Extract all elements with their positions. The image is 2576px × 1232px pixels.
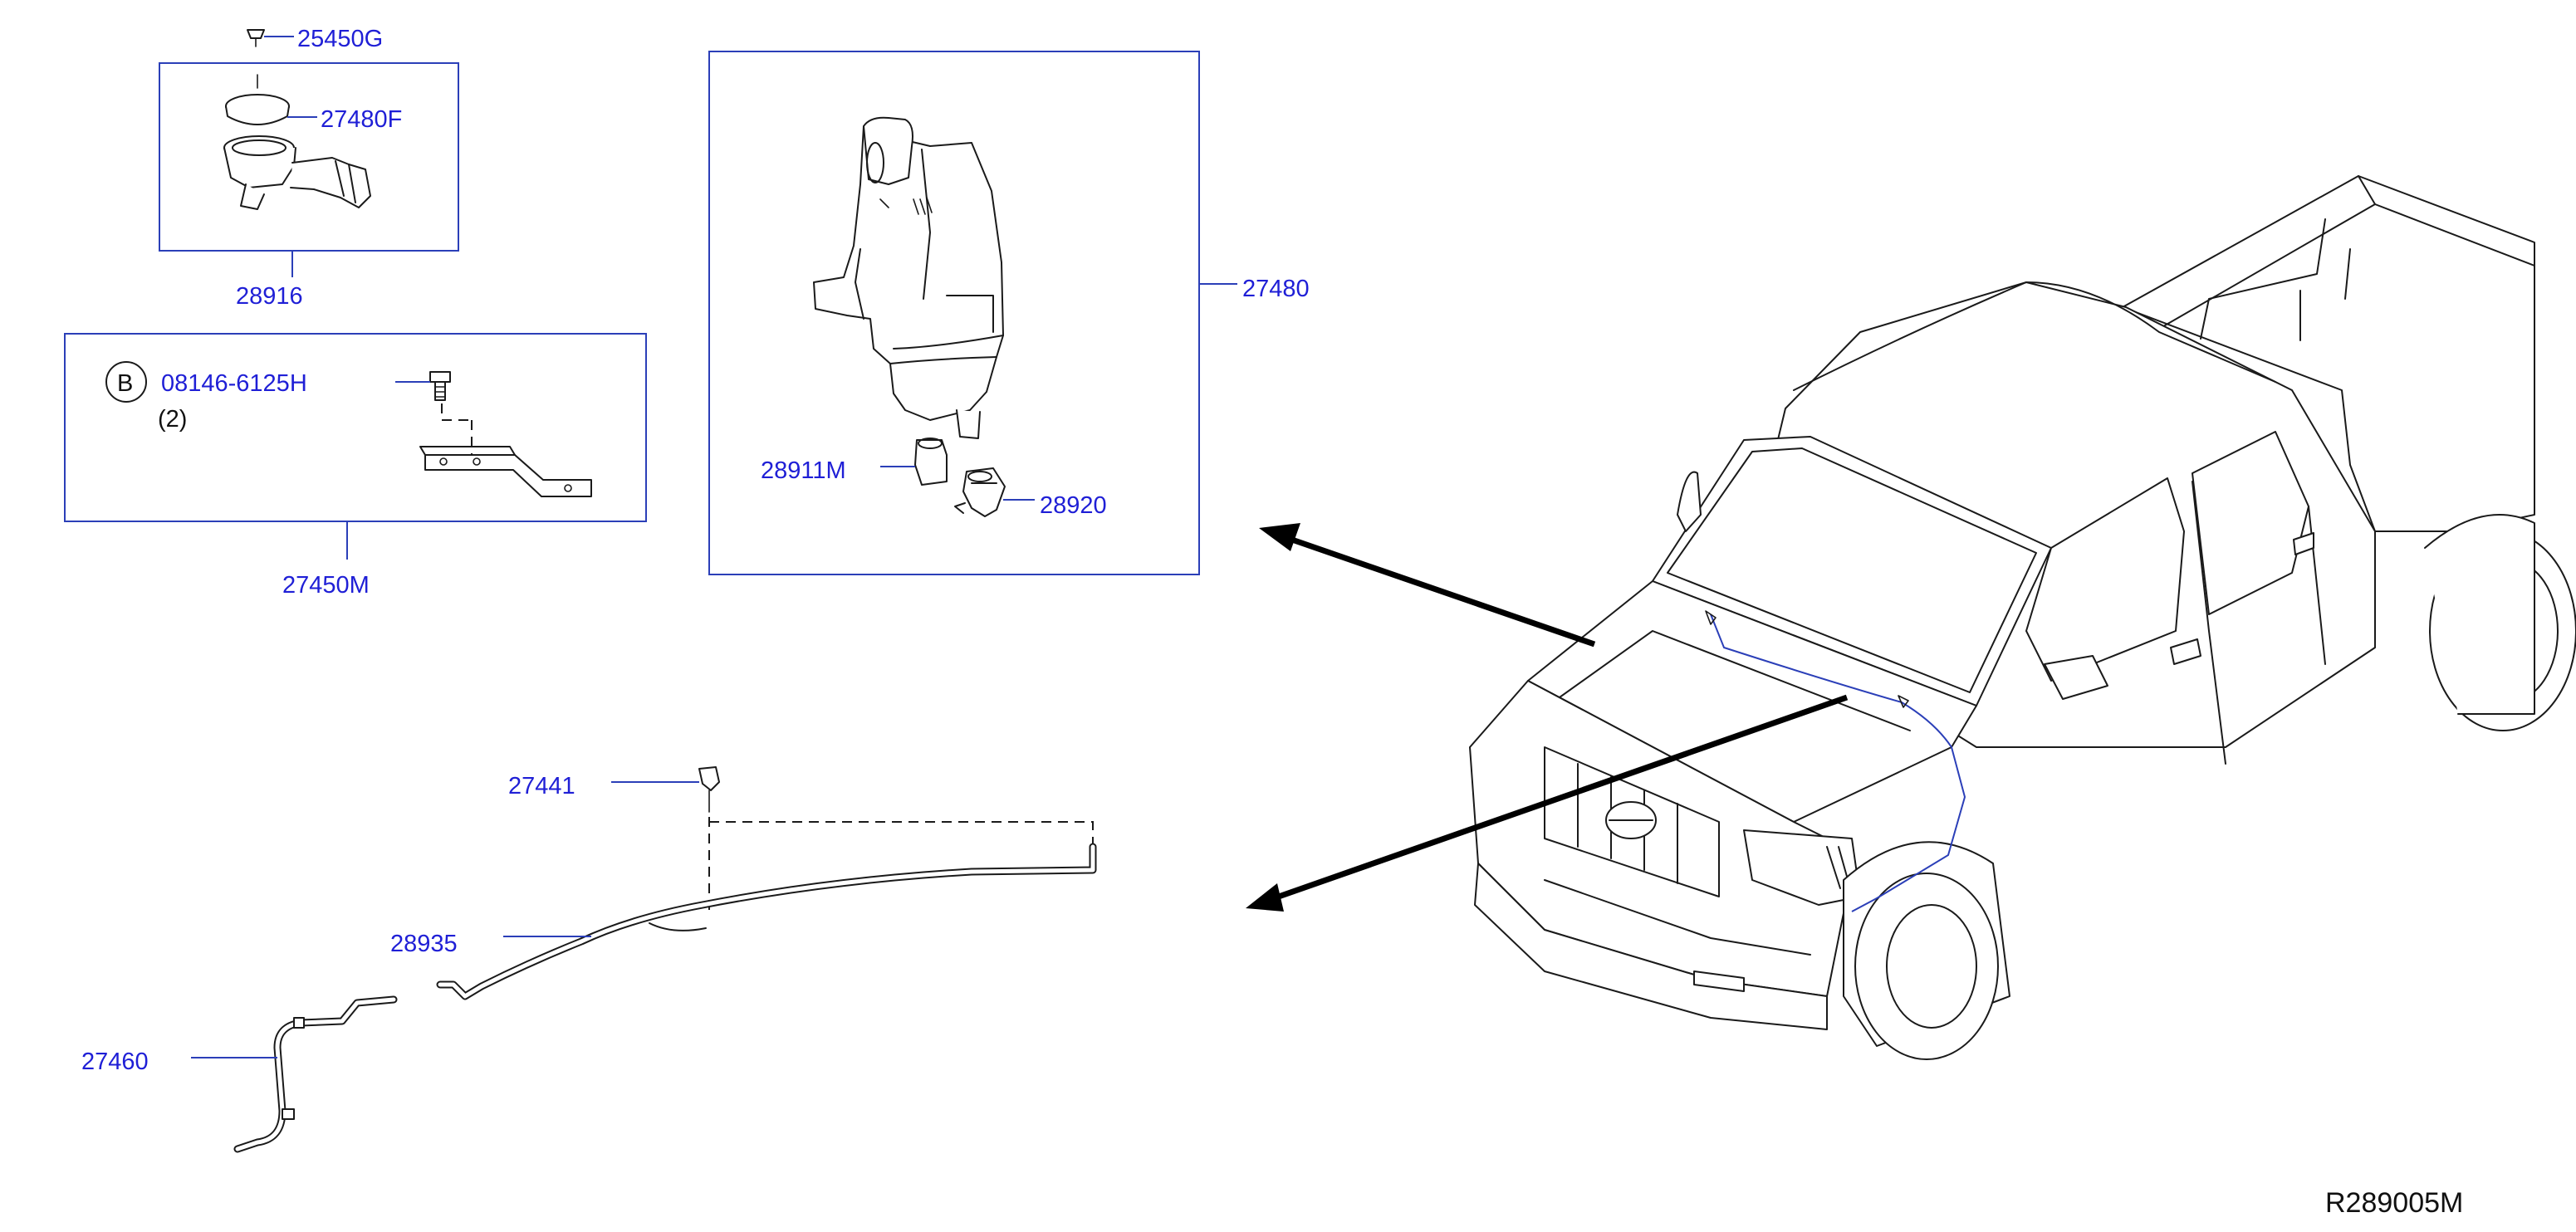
bolt-marker-letter: B — [117, 370, 133, 397]
hose-28935-part — [436, 843, 1097, 1000]
cap-27480f-part — [225, 94, 290, 125]
truck-illustration — [1469, 175, 2576, 1060]
diagram-reference-code: R289005M — [2325, 1187, 2463, 1219]
group-27450m: B 08146-6125H (2) 27450M — [64, 333, 647, 599]
label-28920: 28920 — [1040, 492, 1107, 519]
pump-28920-part — [954, 467, 1006, 517]
label-27441: 27441 — [508, 773, 575, 799]
label-27460: 27460 — [81, 1049, 149, 1075]
arrow-to-reservoir — [1286, 535, 1596, 648]
label-28911m: 28911M — [761, 457, 846, 484]
arrow-to-hoses — [1272, 694, 1849, 902]
label-08146-6125h: 08146-6125H — [161, 370, 307, 397]
hose-27460-part — [233, 995, 398, 1153]
label-28935: 28935 — [390, 931, 458, 957]
bracket-27450m-part — [419, 446, 592, 497]
reservoir-tank-part — [813, 116, 1004, 439]
box-27450m — [64, 333, 647, 522]
label-25450g: 25450G — [297, 26, 383, 52]
clip-25450g-part — [247, 29, 265, 89]
group-27480: 28911M 28920 27480 — [708, 51, 1310, 575]
nozzle-27441-part — [698, 766, 720, 813]
bolt-marker-circle — [105, 361, 147, 403]
label-28916: 28916 — [236, 283, 303, 310]
label-27480: 27480 — [1242, 276, 1310, 302]
box-28916 — [159, 62, 459, 252]
group-28916: 25450G 27480F 28916 — [159, 26, 459, 310]
group-hoses: 27441 28935 27460 — [81, 766, 1097, 1153]
pointer-arrows — [1246, 523, 1849, 912]
label-27480f: 27480F — [321, 106, 402, 133]
label-27450m: 27450M — [282, 572, 370, 599]
grommet-28911m-part — [914, 438, 948, 486]
bolt-part — [429, 371, 451, 401]
box-27480 — [708, 51, 1200, 575]
label-bolt-qty: (2) — [158, 406, 187, 433]
filler-neck-part — [223, 135, 371, 210]
